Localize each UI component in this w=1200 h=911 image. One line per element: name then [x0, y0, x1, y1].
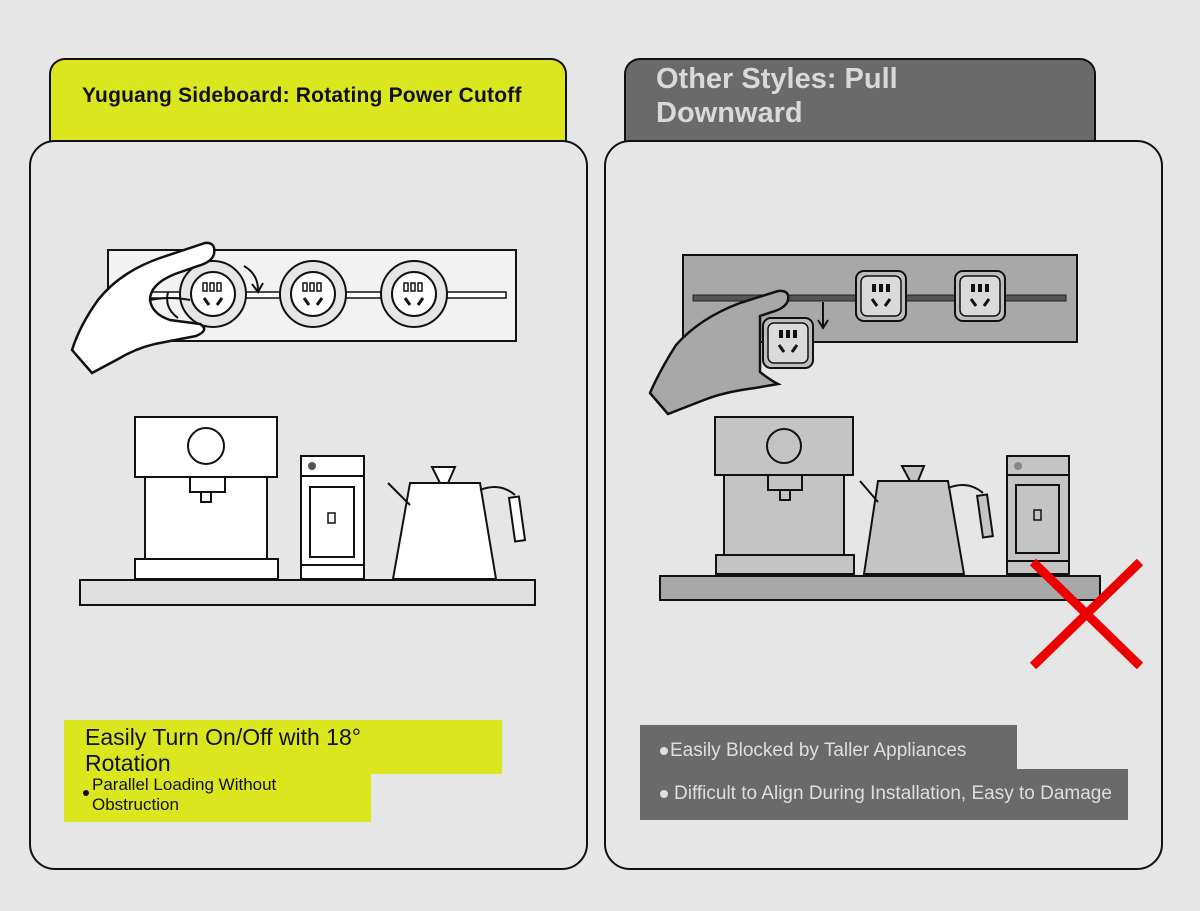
right-feature-box: Easily Blocked by Taller Appliances Diff…: [640, 725, 1130, 821]
shelf: [79, 579, 536, 606]
right-header-tab: Other Styles: Pull Downward: [624, 58, 1096, 142]
socket-icon: [179, 260, 247, 328]
rotate-arrow-icon: [243, 265, 259, 291]
right-bullet-1: Easily Blocked by Taller Appliances: [670, 740, 967, 761]
bullet-dot-icon: [660, 790, 668, 798]
kettle-icon: [859, 465, 995, 575]
left-title: Yuguang Sideboard: Rotating Power Cutoff: [82, 84, 522, 107]
left-feature-headline: Easily Turn On/Off with 18° Rotation: [85, 724, 361, 776]
grinder-icon: [1006, 455, 1070, 575]
grinder-icon: [300, 455, 365, 580]
bullet-dot-icon: [660, 747, 668, 755]
red-cross-icon: [1029, 558, 1144, 670]
kettle-icon: [387, 466, 527, 580]
socket-icon: [279, 260, 347, 328]
hand-rotate-icon: [70, 241, 216, 375]
socket-icon: [954, 270, 1006, 322]
socket-icon: [380, 260, 448, 328]
right-bullet-2: Difficult to Align During Installation, …: [674, 783, 1112, 804]
socket-icon: [855, 270, 907, 322]
right-title: Other Styles: Pull Downward: [656, 63, 898, 129]
shelf: [659, 575, 1101, 601]
hand-pull-icon: [648, 289, 790, 416]
coffee-machine-icon: [134, 416, 279, 580]
left-header-tab: Yuguang Sideboard: Rotating Power Cutoff: [49, 58, 567, 142]
left-feature-box: Easily Turn On/Off with 18° Rotation Par…: [64, 720, 502, 822]
left-feature-bullet: Parallel Loading Without Obstruction: [92, 775, 277, 814]
down-arrow-icon: [817, 302, 829, 330]
bullet-dot-icon: [83, 790, 89, 796]
coffee-machine-icon: [714, 416, 855, 575]
socket-icon: [762, 317, 814, 369]
